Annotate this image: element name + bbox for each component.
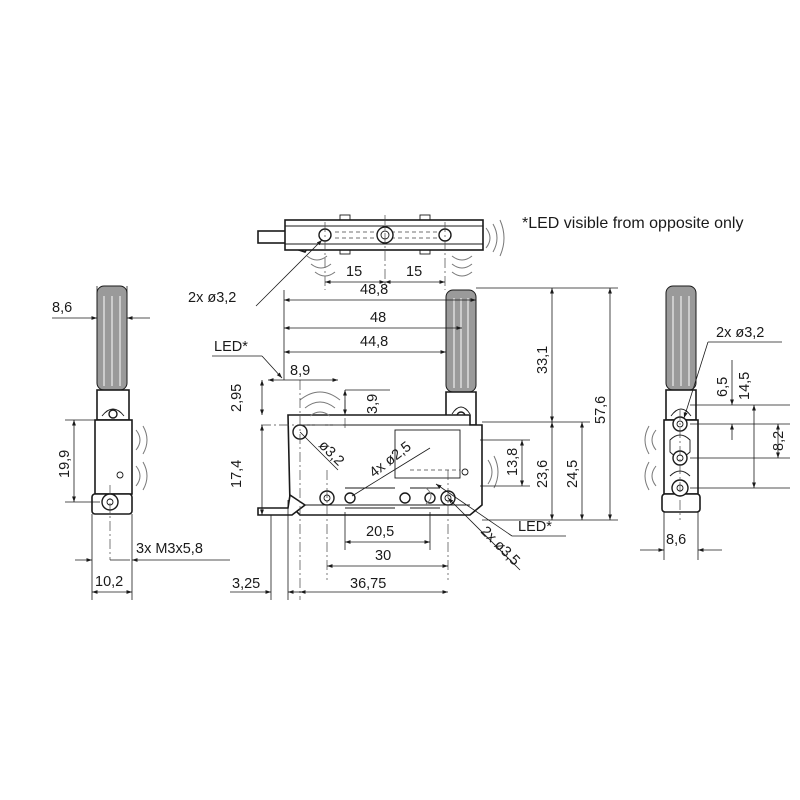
right-height-14-5: 14,5 xyxy=(737,372,753,400)
right-holes-label: 2x ø3,2 xyxy=(716,325,764,341)
left-side-view: 8,6 19,9 3x M3x5,8 10,2 xyxy=(52,285,230,600)
right-side-view: 2x ø3,2 6,5 14,5 8,2 8,6 xyxy=(640,285,790,560)
front-spacing-30: 30 xyxy=(375,548,391,564)
front-width-48: 48 xyxy=(370,310,386,326)
led-top-label: LED* xyxy=(214,339,248,355)
front-width-36-75: 36,75 xyxy=(350,576,386,592)
right-height-8-2: 8,2 xyxy=(771,431,787,451)
front-height-24-5: 24,5 xyxy=(565,460,581,488)
front-height-2-95: 2,95 xyxy=(229,384,245,412)
left-width-10-2: 10,2 xyxy=(95,574,123,590)
right-width-8-6: 8,6 xyxy=(666,532,686,548)
led-bottom-label: LED* xyxy=(518,519,552,535)
front-height-57-6: 57,6 xyxy=(593,396,609,424)
left-height-19-9: 19,9 xyxy=(57,450,73,478)
top-holes-label: 2x ø3,2 xyxy=(188,290,236,306)
front-offset-8-9: 8,9 xyxy=(290,363,310,379)
led-visibility-note: *LED visible from opposite only xyxy=(522,215,743,232)
front-height-3-9: 3,9 xyxy=(365,394,381,414)
right-height-6-5: 6,5 xyxy=(715,377,731,397)
front-width-44-8: 44,8 xyxy=(360,334,388,350)
left-thread-label: 3x M3x5,8 xyxy=(136,541,203,557)
front-slot-20-5: 20,5 xyxy=(366,524,394,540)
front-height-13-8: 13,8 xyxy=(505,448,521,476)
top-view: 15 15 2x ø3,2 xyxy=(188,214,505,307)
front-view: 48,8 48 44,8 LED* 8,9 2,95 3,9 17,4 ø3,2… xyxy=(212,282,618,600)
left-width-8-6: 8,6 xyxy=(52,300,72,316)
front-width-48-8: 48,8 xyxy=(360,282,388,298)
front-height-33-1: 33,1 xyxy=(535,346,551,374)
front-height-17-4: 17,4 xyxy=(229,460,245,488)
front-offset-3-25: 3,25 xyxy=(232,576,260,592)
front-height-23-6: 23,6 xyxy=(535,460,551,488)
top-pitch-left: 15 xyxy=(346,264,362,280)
top-pitch-right: 15 xyxy=(406,264,422,280)
front-holes-3-5-label: 2x ø3,5 xyxy=(477,524,523,570)
left-housing xyxy=(94,419,133,495)
